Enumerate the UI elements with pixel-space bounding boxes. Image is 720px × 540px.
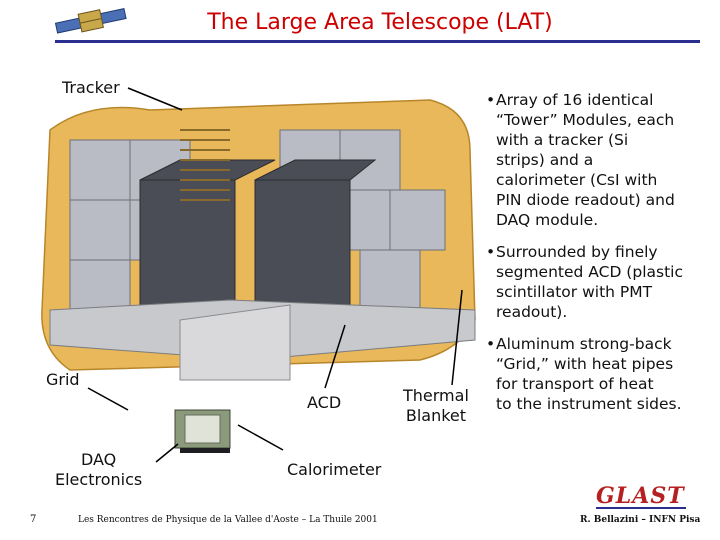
bullet-marker: • <box>486 335 496 353</box>
daq-label-line2: Electronics <box>55 470 143 489</box>
glast-logo: GLAST <box>596 483 685 509</box>
bullet-line: for transport of heat <box>496 375 654 393</box>
bullet-line: “Tower” Modules, each <box>496 111 675 129</box>
bullet-line: readout). <box>496 303 568 321</box>
daq-electronics-label: DAQ Electronics <box>55 450 142 490</box>
bullet-line: with a tracker (Si <box>496 131 629 149</box>
bullet-item: • Aluminum strong-back “Grid,” with heat… <box>486 334 718 414</box>
bullet-marker: • <box>486 243 496 261</box>
bullet-line: “Grid,” with heat pipes <box>496 355 674 373</box>
bullet-line: calorimeter (CsI with <box>496 171 658 189</box>
calorimeter-label: Calorimeter <box>287 460 382 479</box>
bullet-item: • Surrounded by finely segmented ACD (pl… <box>486 242 718 322</box>
bullet-line: strips) and a <box>496 151 594 169</box>
bullet-line: segmented ACD (plastic <box>496 263 683 281</box>
thermal-blanket-label: Thermal Blanket <box>403 386 469 426</box>
acd-label: ACD <box>307 393 342 412</box>
bullet-item: • Array of 16 identical “Tower” Modules,… <box>486 90 718 230</box>
bullet-line: to the instrument sides. <box>496 395 682 413</box>
satellite-logo <box>54 8 127 34</box>
conference-footer: Les Rencontres de Physique de la Vallee … <box>78 515 378 525</box>
title-underline <box>55 40 700 43</box>
logo-underline <box>596 507 686 509</box>
bullet-line: Array of 16 identical <box>496 91 654 109</box>
bullet-marker: • <box>486 91 496 109</box>
tracker-label: Tracker <box>62 78 120 97</box>
thermal-blanket-label-line2: Blanket <box>405 406 467 425</box>
daq-label-line1: DAQ <box>80 450 117 469</box>
bullet-line: PIN diode readout) and <box>496 191 675 209</box>
author-footer: R. Bellazini – INFN Pisa <box>580 515 701 525</box>
grid-label: Grid <box>46 370 80 389</box>
bullet-list: • Array of 16 identical “Tower” Modules,… <box>486 90 718 426</box>
page-title: The Large Area Telescope (LAT) <box>207 10 553 35</box>
calorimeter-module <box>174 409 231 453</box>
bullet-line: scintillator with PMT <box>496 283 653 301</box>
bullet-line: DAQ module. <box>496 211 599 229</box>
thermal-blanket-label-line1: Thermal <box>403 386 469 405</box>
lat-illustration <box>41 99 476 381</box>
bullet-line: Aluminum strong-back <box>496 335 672 353</box>
page-number: 7 <box>30 514 37 525</box>
bullet-line: Surrounded by finely <box>496 243 658 261</box>
